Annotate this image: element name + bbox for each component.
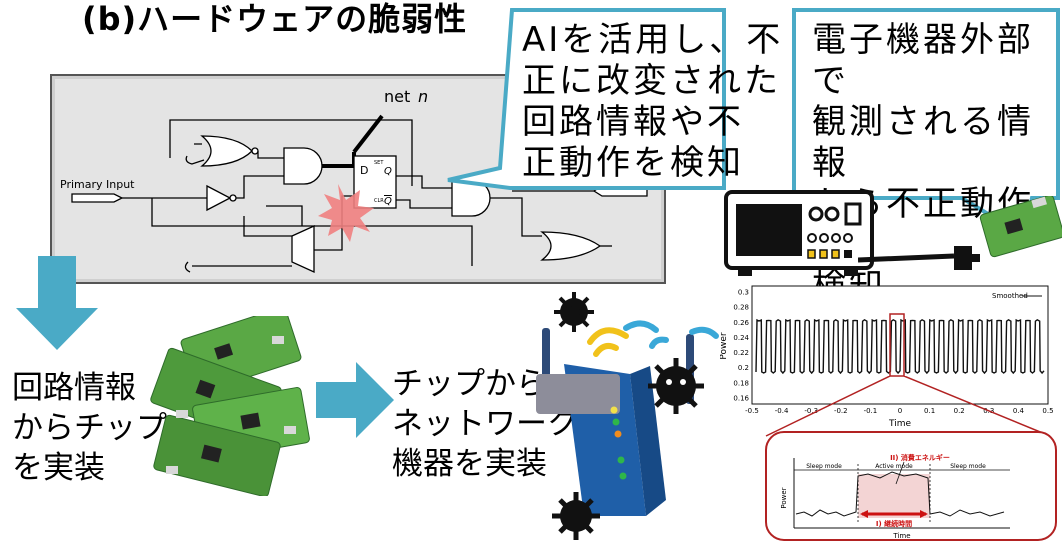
malware-bug-icon <box>554 292 594 332</box>
step1-line: を実装 <box>12 450 105 486</box>
step2-line: 機器を実装 <box>392 446 547 482</box>
right-arrow-icon <box>316 362 394 438</box>
x-tick-label: -0.2 <box>834 407 848 415</box>
power-trace-chart: 0.3 0.28 0.26 0.24 0.22 0.2 0.18 0.16 -0.5 -0.4 -… <box>720 285 1054 428</box>
ff-q-label: Q <box>384 166 392 177</box>
observe-bubble-line: 観測される情報 <box>812 102 1034 183</box>
y-tick-label: 0.16 <box>733 395 749 403</box>
observe-bubble-line: 電子機器外部で <box>812 20 1034 101</box>
x-tick-label: -0.5 <box>745 407 759 415</box>
ff-set-label: SET <box>374 160 384 166</box>
step2-text: チップから ネットワーク 機器を実装 <box>392 364 578 484</box>
y-tick-label: 0.26 <box>733 319 749 327</box>
ai-bubble-text: AIを活用し、不 正に改変された 回路情報や不 正動作を検知 <box>522 20 783 184</box>
energy-label: II) 消費エネルギー <box>890 453 950 462</box>
y-tick-label: 0.2 <box>738 364 749 372</box>
circuit-board-icon <box>979 196 1062 258</box>
y-tick-label: 0.18 <box>733 379 749 387</box>
ai-bubble-line: 回路情報や不 <box>522 102 744 142</box>
zoom-x-axis-title: Time <box>892 532 910 540</box>
net-variable: n <box>418 87 428 106</box>
circuit-schematic: D SET Q CLR Q net n Primary Input <box>60 87 648 274</box>
zoom-detail-chart: II) 消費エネルギー Sleep mode Active mode Sleep… <box>765 431 1057 541</box>
sleep-mode-label: Sleep mode <box>950 463 986 470</box>
network-device-illustration <box>536 292 719 540</box>
step1-line: からチップ <box>12 410 167 446</box>
malware-bug-icon <box>648 358 704 414</box>
x-tick-label: 0.1 <box>924 407 935 415</box>
zoom-connector <box>765 376 1051 437</box>
zoom-trace-line <box>795 471 1005 517</box>
y-tick-label: 0.28 <box>733 304 749 312</box>
ff-qbar-label: Q <box>384 196 392 207</box>
probe-cable-icon <box>858 246 980 270</box>
ai-detection-bubble <box>447 8 726 190</box>
ff-clr-label: CLR <box>374 198 384 204</box>
primary-input-label: Primary Input <box>60 178 135 191</box>
power-trace-line <box>755 318 1045 375</box>
x-tick-label: 0.5 <box>1042 407 1053 415</box>
legend-label: Smoothed <box>992 292 1028 300</box>
active-mode-label: Active mode <box>875 463 913 470</box>
sleep-mode-label: Sleep mode <box>806 463 842 470</box>
step1-text: 回路情報 からチップ を実装 <box>12 368 167 488</box>
zoom-highlight-box <box>889 313 905 377</box>
step1-line: 回路情報 <box>12 370 136 406</box>
y-tick-label: 0.22 <box>733 349 749 357</box>
down-arrow-icon <box>16 256 98 350</box>
ai-bubble-line: AIを活用し、不 <box>522 20 784 60</box>
page-title: (b)ハードウェアの脆弱性 <box>82 0 468 38</box>
x-tick-label: 0.2 <box>954 407 965 415</box>
malware-bug-icon <box>552 492 600 540</box>
step2-line: チップから <box>392 366 547 402</box>
net-label: net <box>384 87 410 106</box>
y-axis-title: Power <box>720 332 729 360</box>
ai-bubble-line: 正に改変された <box>522 61 781 101</box>
x-tick-label: -0.1 <box>864 407 878 415</box>
oscilloscope-icon <box>724 190 874 276</box>
ff-d-label: D <box>360 164 368 177</box>
circuit-board-icon <box>150 316 310 496</box>
x-tick-label: -0.4 <box>775 407 789 415</box>
y-tick-label: 0.24 <box>733 334 749 342</box>
x-tick-label: 0.4 <box>1013 407 1025 415</box>
tamper-star-icon <box>318 184 374 242</box>
x-tick-label: 0 <box>898 407 902 415</box>
x-axis-title: Time <box>888 419 911 428</box>
zoom-y-axis-title: Power <box>780 487 788 508</box>
y-tick-label: 0.3 <box>738 289 749 297</box>
ai-bubble-line: 正動作を検知 <box>522 143 744 183</box>
x-tick-label: -0.3 <box>804 407 818 415</box>
wifi-signal-icon <box>587 320 719 357</box>
duration-label: I) 継続時間 <box>876 519 912 528</box>
